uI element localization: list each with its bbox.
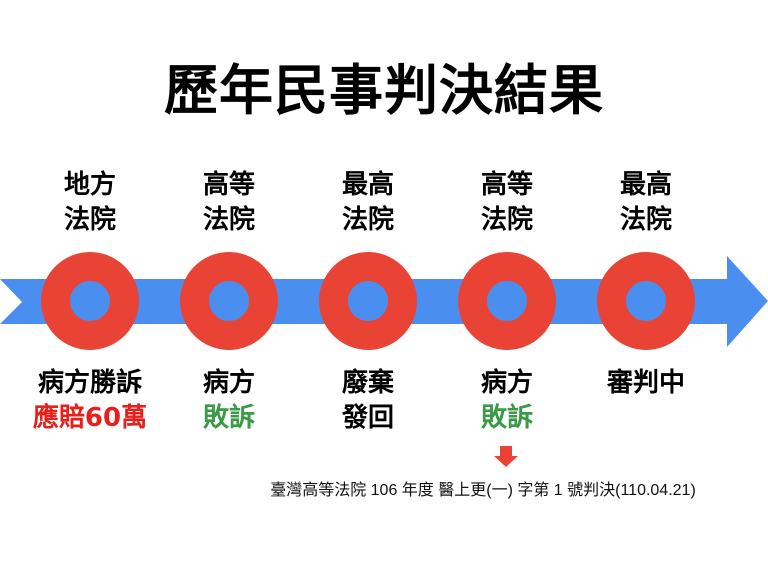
court-label-line: 法院 bbox=[480, 205, 533, 235]
court-label: 高等法院 bbox=[427, 168, 587, 238]
court-label: 高等法院 bbox=[149, 168, 309, 238]
timeline-arrow bbox=[0, 256, 768, 347]
court-label-line: 地方 bbox=[63, 170, 116, 200]
court-label-line: 高等 bbox=[202, 170, 255, 200]
citation: 臺灣高等法院 106 年度 醫上更(一) 字第 1 號判決(110.04.21) bbox=[270, 482, 696, 499]
result-label-line: 敗訴 bbox=[480, 403, 533, 433]
court-label-line: 最高 bbox=[619, 170, 672, 200]
timeline-node bbox=[319, 252, 417, 350]
result-label-line: 病方 bbox=[480, 368, 533, 398]
court-label: 最高法院 bbox=[288, 168, 448, 238]
timeline-nodes bbox=[41, 252, 695, 350]
result-label-line: 應賠60萬 bbox=[32, 403, 148, 433]
page-title: 歷年民事判決結果 bbox=[164, 59, 604, 122]
result-label: 病方敗訴 bbox=[427, 366, 587, 436]
court-label-line: 法院 bbox=[63, 205, 116, 235]
result-label-line: 發回 bbox=[341, 403, 394, 433]
court-label-line: 法院 bbox=[341, 205, 394, 235]
timeline-node bbox=[597, 252, 695, 350]
result-label: 病方敗訴 bbox=[149, 366, 309, 436]
timeline-node bbox=[180, 252, 278, 350]
down-arrow-icon bbox=[494, 446, 518, 467]
court-label: 地方法院 bbox=[10, 168, 170, 238]
timeline-node bbox=[458, 252, 556, 350]
result-label-line: 審判中 bbox=[606, 368, 685, 398]
result-label-line: 病方 bbox=[202, 368, 255, 398]
court-label-line: 法院 bbox=[202, 205, 255, 235]
court-label: 最高法院 bbox=[566, 168, 726, 238]
result-label-line: 敗訴 bbox=[202, 403, 255, 433]
result-label-line: 病方勝訴 bbox=[37, 368, 142, 398]
timeline-node bbox=[41, 252, 139, 350]
result-label: 廢棄發回 bbox=[288, 366, 448, 436]
result-label: 審判中 bbox=[566, 366, 726, 401]
court-label-line: 最高 bbox=[341, 170, 394, 200]
result-label-line: 廢棄 bbox=[341, 368, 394, 398]
court-label-line: 高等 bbox=[480, 170, 533, 200]
result-label: 病方勝訴應賠60萬 bbox=[10, 366, 170, 436]
court-label-line: 法院 bbox=[619, 205, 672, 235]
